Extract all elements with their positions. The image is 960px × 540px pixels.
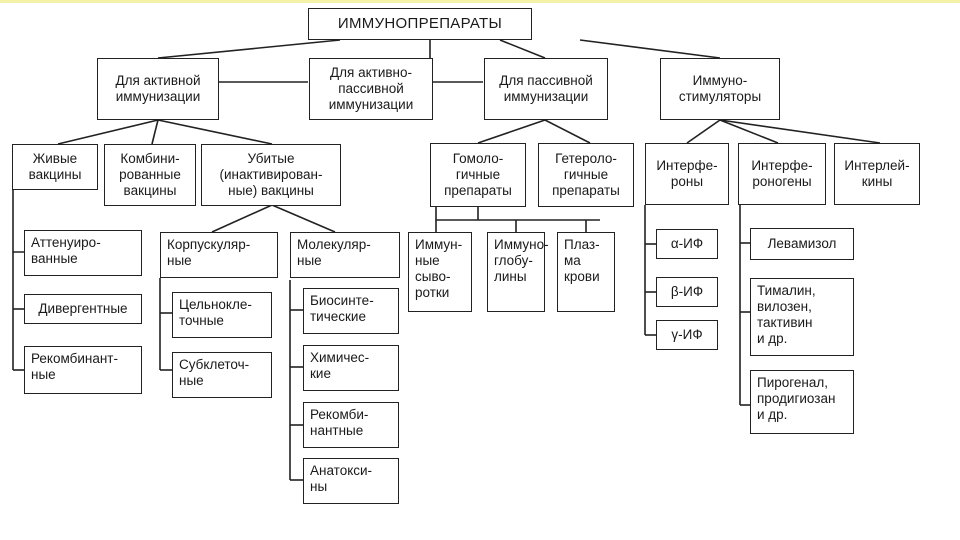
molecular-box: Молекуляр- ные	[290, 232, 400, 278]
subcellular-box: Субклеточ- ные	[172, 352, 272, 398]
beta-interferon-box: β-ИФ	[656, 277, 718, 307]
divergent-box: Дивергентные	[24, 294, 142, 324]
pyrogenal-box: Пирогенал, продигиозан и др.	[750, 370, 854, 434]
biosynthetic-box: Биосинте- тические	[303, 288, 399, 334]
gamma-interferon-box: γ-ИФ	[656, 320, 718, 350]
killed-vaccines-box: Убитые (инактивирован- ные) вакцины	[201, 144, 341, 206]
corpuscular-box: Корпускуляр- ные	[160, 232, 278, 278]
root-immunopreparations: ИММУНОПРЕПАРАТЫ	[308, 8, 532, 40]
levamisole-box: Левамизол	[750, 228, 854, 260]
passive-immunization-box: Для пассивной иммунизации	[484, 58, 608, 120]
attenuated-box: Аттенуиро- ванные	[24, 230, 142, 276]
recombinant-molecular-box: Рекомби- нантные	[303, 402, 399, 448]
whole-cell-box: Цельнокле- точные	[172, 292, 272, 338]
thymalin-box: Тималин, вилозен, тактивин и др.	[750, 278, 854, 356]
recombinant-live-box: Рекомбинант- ные	[24, 346, 142, 394]
interleukins-box: Интерлей- кины	[834, 143, 920, 205]
immune-sera-box: Иммун- ные сыво- ротки	[408, 232, 472, 312]
chemical-box: Химичес- кие	[303, 345, 399, 391]
blood-plasma-box: Плаз- ма крови	[557, 232, 615, 312]
active-immunization-box: Для активной иммунизации	[97, 58, 219, 120]
combined-vaccines-box: Комбини- рованные вакцины	[104, 144, 196, 206]
alpha-interferon-box: α-ИФ	[656, 229, 718, 259]
anatoxins-box: Анатокси- ны	[303, 458, 399, 504]
interferons-box: Интерфе- роны	[645, 143, 729, 205]
active-passive-immunization-box: Для активно- пассивной иммунизации	[309, 58, 433, 120]
interferonogens-box: Интерфе- роногены	[738, 143, 826, 205]
top-accent-line	[0, 0, 960, 3]
live-vaccines-box: Живые вакцины	[12, 144, 98, 190]
immunostimulators-box: Иммуно- стимуляторы	[660, 58, 780, 120]
homologous-preparations-box: Гомоло- гичные препараты	[430, 143, 526, 207]
immunoglobulins-box: Иммуно- глобу- лины	[487, 232, 549, 312]
heterologous-preparations-box: Гетероло- гичные препараты	[538, 143, 634, 207]
